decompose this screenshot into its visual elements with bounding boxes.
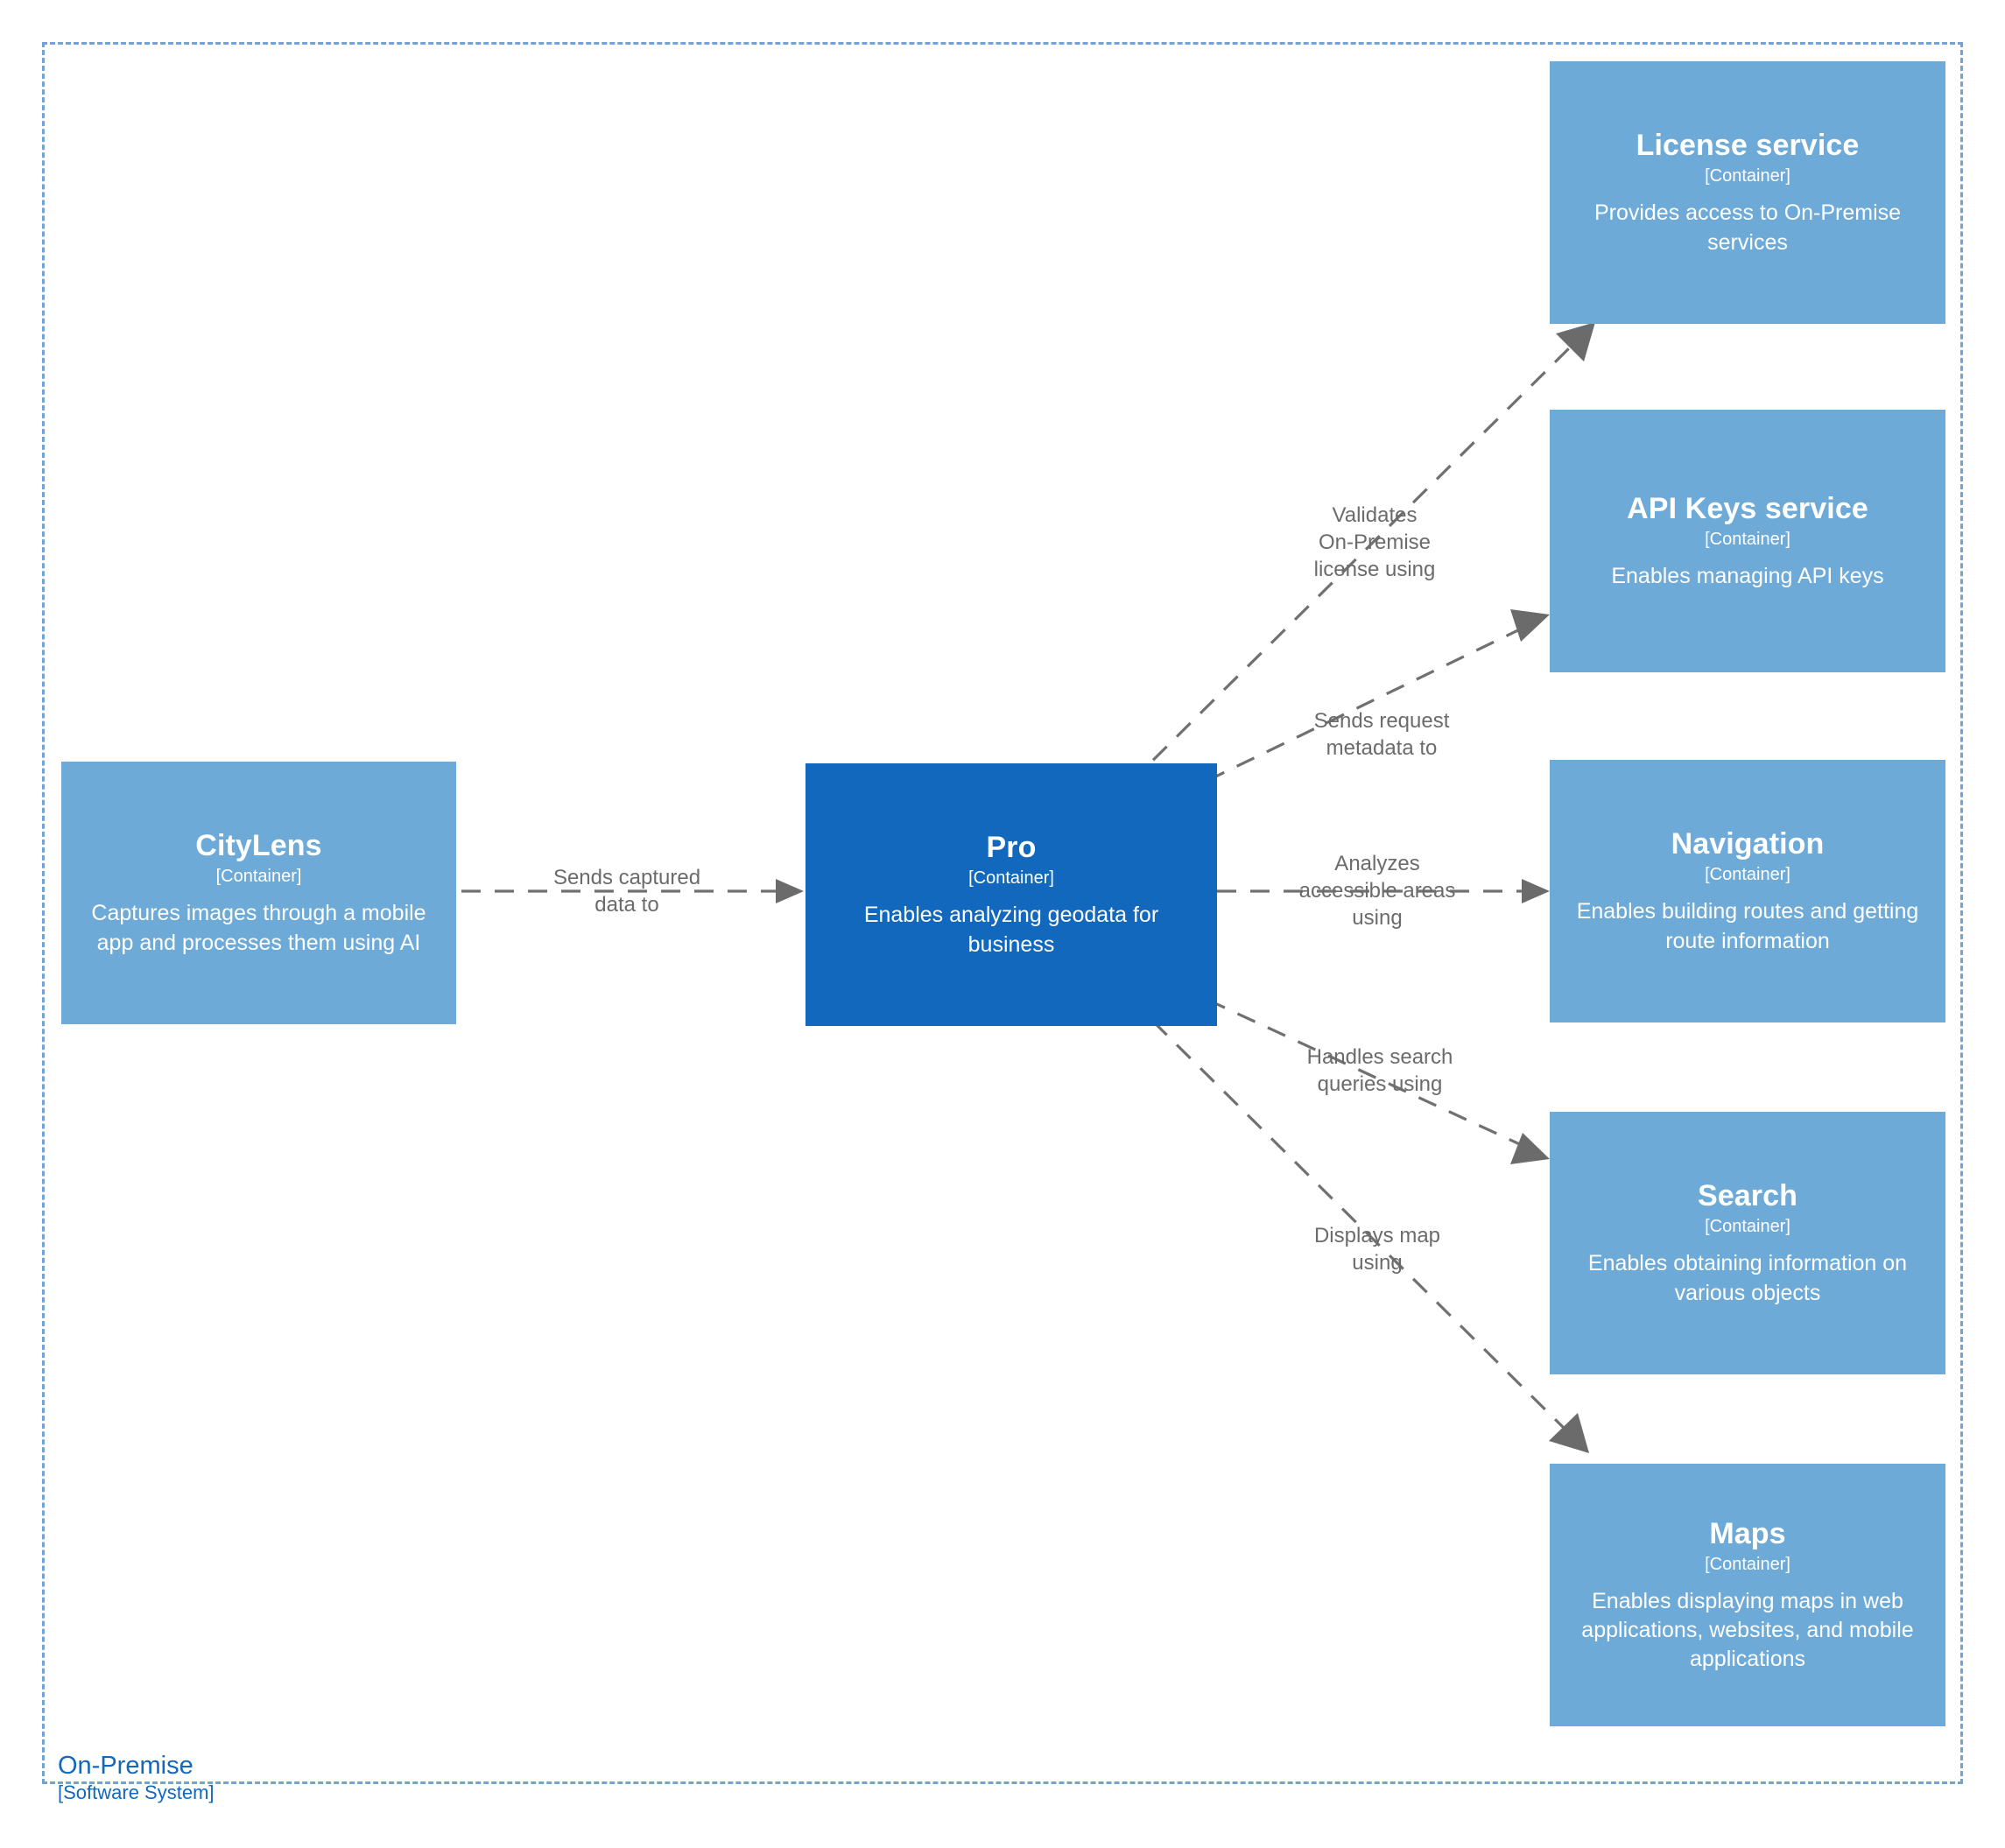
container-type: [Container] (1705, 1217, 1790, 1237)
container-description: Enables analyzing geodata for business (863, 903, 1159, 957)
rel-label-citylens-pro: Sends captured data to (552, 865, 701, 917)
container-title: API Keys service (1627, 491, 1868, 525)
container-title: CityLens (195, 829, 322, 863)
container-api-keys-service[interactable]: API Keys service [Container] Enables man… (1550, 410, 1945, 672)
boundary-name: On-Premise (58, 1752, 193, 1780)
container-type: [Container] (1705, 166, 1790, 186)
container-title: License service (1636, 129, 1860, 163)
container-type: [Container] (1705, 1554, 1790, 1574)
container-maps[interactable]: Maps [Container] Enables displaying maps… (1550, 1464, 1945, 1726)
container-title: Search (1697, 1179, 1797, 1213)
rel-label-pro-license: Validates On-Premise license using (1313, 503, 1436, 582)
container-description: Enables building routes and getting rout… (1576, 899, 1919, 953)
system-boundary-on-premise (42, 42, 1963, 1784)
container-type: [Container] (968, 868, 1054, 889)
container-title: Pro (986, 831, 1037, 865)
container-title: Navigation (1671, 827, 1825, 861)
rel-label-pro-apikeys: Sends request metadata to (1313, 708, 1450, 760)
container-type: [Container] (215, 867, 302, 887)
container-type: [Container] (1705, 865, 1790, 885)
rel-label-pro-navigation: Analyzes accessible areas using (1298, 852, 1456, 931)
container-description: Enables obtaining information on various… (1587, 1251, 1908, 1305)
container-title: Maps (1709, 1516, 1786, 1550)
rel-label-pro-maps: Displays map using (1313, 1223, 1441, 1275)
system-boundary-label: On-Premise [Software System] (58, 1751, 215, 1805)
container-license-service[interactable]: License service [Container] Provides acc… (1550, 61, 1945, 324)
container-pro[interactable]: Pro [Container] Enables analyzing geodat… (806, 763, 1217, 1026)
container-description: Captures images through a mobile app and… (91, 901, 426, 955)
container-navigation[interactable]: Navigation [Container] Enables building … (1550, 760, 1945, 1022)
container-description: Provides access to On-Premise services (1593, 200, 1902, 255)
container-description: Enables displaying maps in web applicati… (1581, 1588, 1914, 1672)
container-type: [Container] (1705, 529, 1790, 549)
rel-label-pro-search: Handles search queries using (1306, 1044, 1453, 1096)
container-citylens[interactable]: CityLens [Container] Captures images thr… (61, 762, 456, 1024)
container-description: Enables managing API keys (1611, 563, 1884, 588)
boundary-type: [Software System] (58, 1781, 215, 1804)
container-search[interactable]: Search [Container] Enables obtaining inf… (1550, 1112, 1945, 1374)
